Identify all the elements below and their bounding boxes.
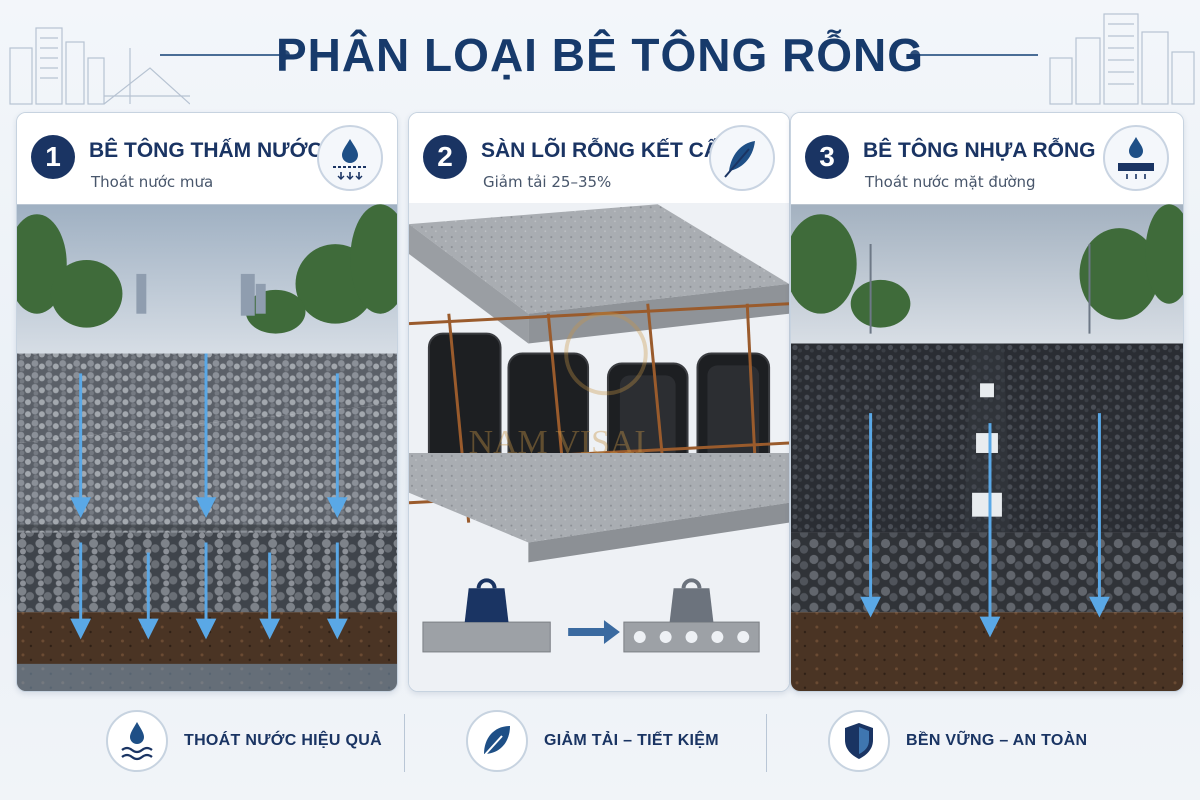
- hollow-core-slab-illustration: NAM VISAI: [409, 203, 789, 691]
- panel-number-badge: 3: [805, 135, 849, 179]
- pervious-concrete-illustration: [17, 204, 397, 691]
- feature-divider: [766, 714, 767, 772]
- header: PHÂN LOẠI BÊ TÔNG RỖNG: [0, 0, 1200, 110]
- feature-divider: [404, 714, 405, 772]
- panel-title: BÊ TÔNG THẤM NƯỚC: [89, 139, 323, 162]
- panel-porous-asphalt: 3 BÊ TÔNG NHỰA RỖNG Thoát nước mặt đường: [790, 112, 1184, 692]
- shield-icon: [828, 710, 890, 772]
- leaf-icon: [466, 710, 528, 772]
- title-divider-right: [918, 54, 1038, 56]
- panel-title: BÊ TÔNG NHỰA RỖNG: [863, 139, 1096, 162]
- feature-label: THOÁT NƯỚC HIỆU QUẢ: [184, 732, 382, 749]
- panel-header: 3 BÊ TÔNG NHỰA RỖNG Thoát nước mặt đường: [791, 113, 1183, 203]
- panel-hollow-core-slab: 2 SÀN LÕI RỖNG KẾT CẤU Giảm tải 25–35%: [408, 112, 790, 692]
- feature-label: BỀN VỮNG – AN TOÀN: [906, 732, 1088, 749]
- features-bar: THOÁT NƯỚC HIỆU QUẢ GIẢM TẢI – TIẾT KIỆM…: [0, 700, 1200, 800]
- panel-title: SÀN LÕI RỖNG KẾT CẤU: [481, 139, 735, 162]
- panel-subtitle: Thoát nước mặt đường: [865, 173, 1036, 191]
- city-skyline-right-illustration: [1049, 13, 1195, 105]
- panel-number-badge: 2: [423, 135, 467, 179]
- page-title: PHÂN LOẠI BÊ TÔNG RỖNG: [275, 29, 925, 81]
- porous-asphalt-illustration: [791, 204, 1183, 691]
- title-dot-left: [280, 50, 290, 60]
- panel-subtitle: Giảm tải 25–35%: [483, 173, 612, 191]
- panel-number-badge: 1: [31, 135, 75, 179]
- water-drop-road-icon: [1103, 125, 1169, 191]
- city-skyline-left-illustration: [9, 27, 190, 105]
- water-drop-waves-icon: [106, 710, 168, 772]
- panel-header: 1 BÊ TÔNG THẤM NƯỚC Thoát nước mưa: [17, 113, 397, 203]
- feather-icon: [709, 125, 775, 191]
- panel-pervious-concrete: 1 BÊ TÔNG THẤM NƯỚC Thoát nước mưa: [16, 112, 398, 692]
- title-divider-left: [160, 54, 280, 56]
- watermark-text: NAM VISAI: [469, 424, 646, 461]
- panel-header: 2 SÀN LÕI RỖNG KẾT CẤU Giảm tải 25–35%: [409, 113, 789, 203]
- water-drop-drain-icon: [317, 125, 383, 191]
- panel-subtitle: Thoát nước mưa: [91, 173, 214, 191]
- feature-label: GIẢM TẢI – TIẾT KIỆM: [544, 732, 719, 749]
- title-dot-right: [910, 50, 920, 60]
